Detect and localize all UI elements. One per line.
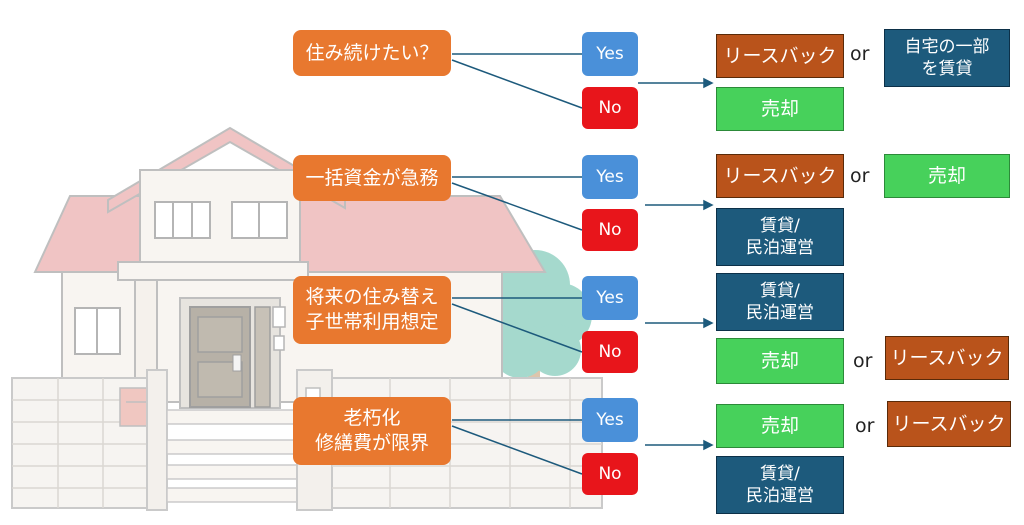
yes-label: Yes [596,166,624,187]
no-label: No [598,97,622,118]
result-leaseback-1: リースバック [716,34,844,78]
no-box-4: No [582,453,638,495]
result-rental-1: 自宅の一部 を賃貸 [884,29,1010,87]
or-label: or [855,415,875,437]
result-text: 賃貸/ [760,463,800,484]
question-text: 老朽化 [343,407,401,430]
result-sale-2: 売却 [884,154,1010,198]
result-text: 売却 [760,414,799,437]
yes-box-3: Yes [582,276,638,320]
question-text: 子世帯利用想定 [305,311,439,333]
or-label: or [850,43,870,65]
result-text: 自宅の一部 [904,36,990,57]
result-leaseback-4: リースバック [887,401,1011,447]
or-label: or [850,165,870,187]
yes-label: Yes [596,287,624,308]
yes-box-2: Yes [582,155,638,199]
result-text: 民泊運営 [746,486,814,506]
result-text: 売却 [760,97,799,120]
result-sale-3: 売却 [716,338,844,384]
question-box-1: 住み続けたい？ [293,30,451,76]
result-text: リースバック [890,346,1004,369]
result-text: を賃貸 [921,59,973,79]
result-text: リースバック [892,412,1006,435]
result-sale-1: 売却 [716,87,844,131]
no-box-1: No [582,87,638,129]
question-text: 将来の住み替え [305,286,439,309]
question-box-3: 将来の住み替え 子世帯利用想定 [293,276,451,344]
no-box-3: No [582,331,638,373]
result-leaseback-3: リースバック [885,336,1009,380]
result-rental-3: 賃貸/ 民泊運営 [716,273,844,331]
or-label: or [853,350,873,372]
result-text: 民泊運営 [746,303,814,323]
result-sale-4: 売却 [716,404,844,448]
yes-label: Yes [596,43,624,64]
yes-box-4: Yes [582,398,638,442]
result-text: リースバック [723,44,837,67]
yes-box-1: Yes [582,32,638,76]
no-label: No [598,341,622,362]
result-text: リースバック [723,164,837,187]
no-label: No [598,219,622,240]
result-rental-2: 賃貸/ 民泊運営 [716,208,844,266]
result-text: 賃貸/ [760,280,800,301]
no-box-2: No [582,209,638,251]
question-text: 修繕費が限界 [314,432,429,454]
yes-label: Yes [596,409,624,430]
result-text: 民泊運営 [746,238,814,258]
result-rental-4: 賃貸/ 民泊運営 [716,456,844,514]
result-arrows [638,77,714,451]
result-leaseback-2: リースバック [716,154,844,198]
result-text: 売却 [760,349,799,372]
question-box-2: 一括資金が急務 [293,155,451,201]
result-text: 売却 [927,164,966,187]
question-text: 住み続けたい？ [305,41,439,64]
result-text: 賃貸/ [760,215,800,236]
question-text: 一括資金が急務 [305,166,439,189]
connector-lines [451,53,583,475]
no-label: No [598,463,622,484]
question-box-4: 老朽化 修繕費が限界 [293,397,451,465]
